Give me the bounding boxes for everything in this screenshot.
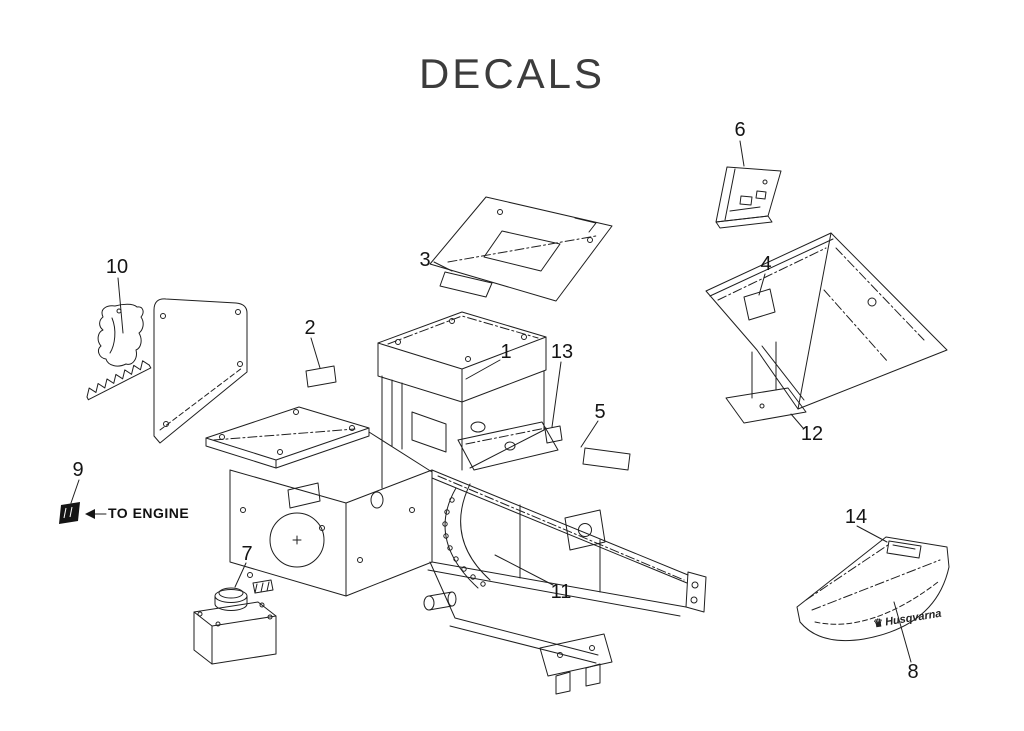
part-10-decal-and-panel-drawing xyxy=(86,298,248,444)
callout-14: 14 xyxy=(844,506,868,528)
husqvarna-crown-icon: ♛ xyxy=(872,616,885,631)
chassis-drawing xyxy=(205,311,707,695)
callout-leader-lines xyxy=(70,140,912,663)
callout-2: 2 xyxy=(304,317,316,339)
part-14-guard-drawing xyxy=(796,536,950,642)
callout-9: 9 xyxy=(72,459,84,481)
part-7-tank-drawing xyxy=(193,579,277,665)
callout-11: 11 xyxy=(550,581,572,603)
callout-7: 7 xyxy=(241,543,253,565)
callout-4: 4 xyxy=(760,253,772,275)
part-3-cover-plate-drawing xyxy=(429,196,613,302)
to-engine-label: TO ENGINE xyxy=(108,505,190,521)
callout-10: 10 xyxy=(105,256,129,278)
callout-12: 12 xyxy=(800,423,824,445)
callout-3: 3 xyxy=(419,249,431,271)
part-9-decal-drawing xyxy=(59,502,107,524)
part-6-bracket-drawing xyxy=(715,166,782,229)
part-4-hopper-drawing xyxy=(705,232,948,424)
page-title: DECALS xyxy=(418,50,606,97)
callout-5: 5 xyxy=(594,401,606,423)
callout-8: 8 xyxy=(907,661,919,683)
callout-13: 13 xyxy=(550,341,574,363)
callout-1: 1 xyxy=(500,341,512,363)
callout-6: 6 xyxy=(734,119,746,141)
